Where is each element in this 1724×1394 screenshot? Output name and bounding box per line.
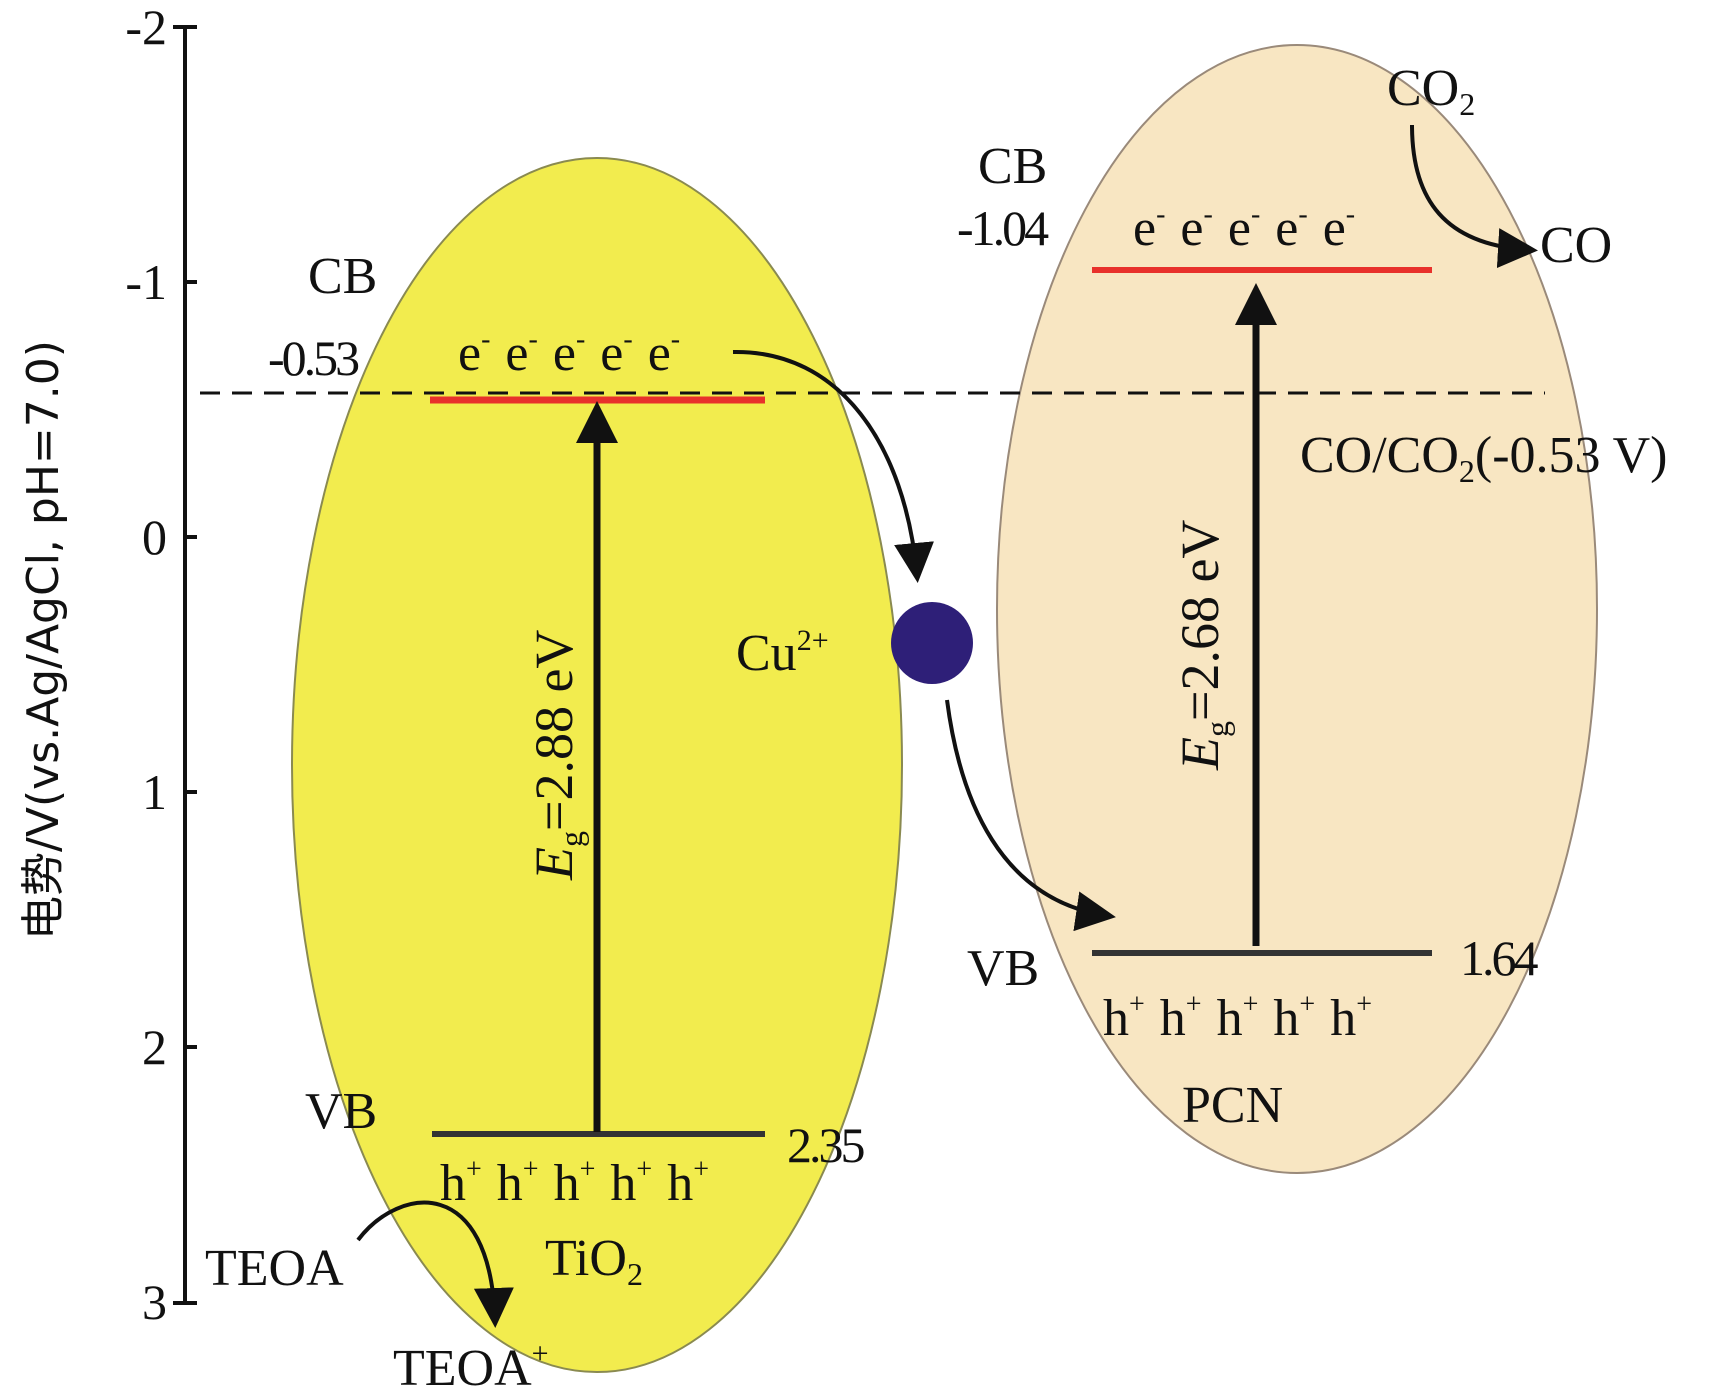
potential-axis	[173, 25, 197, 1305]
teoa-plus-label: TEOA+	[393, 1337, 549, 1394]
pcn-bandgap: Eg=2.68 eV	[1170, 520, 1235, 771]
cu-to-pcn-vb-arrow	[945, 699, 1116, 932]
copper-ion-dot	[891, 602, 973, 684]
tick-label-2: 2	[142, 1019, 167, 1075]
tio2-vb-label: VB	[305, 1083, 377, 1140]
pcn-electrons: e- e- e- e- e-	[1133, 178, 1355, 257]
tio2-bandgap: Eg=2.88 eV	[524, 630, 589, 881]
co2-to-co-arrow	[1410, 124, 1538, 269]
pcn-holes: h+ h+ h+ h+ h+	[1103, 968, 1372, 1047]
tio2-cb-label: CB	[308, 248, 377, 305]
tio2-name: TiO2	[545, 1230, 643, 1292]
pcn-vb-value: 1.64	[1460, 930, 1539, 986]
tick-label-0: 0	[142, 509, 167, 565]
pcn-cb-label: CB	[978, 138, 1047, 195]
axis-label: 电势/V(vs.Ag/AgCl, pH=7.0)	[18, 340, 69, 940]
tio2-to-cu-arrow	[732, 349, 934, 583]
tio2-vb-value: 2.35	[787, 1117, 865, 1173]
co-label: CO	[1540, 217, 1612, 274]
tick-label-minus1: -1	[125, 254, 167, 310]
teoa-label: TEOA	[205, 1240, 344, 1297]
tick-label-minus2: -2	[125, 0, 167, 55]
co2-label: CO2	[1387, 60, 1475, 122]
tick-label-1: 1	[142, 764, 167, 820]
pcn-vb-label: VB	[967, 940, 1039, 997]
pcn-particle	[996, 44, 1598, 1174]
tio2-holes: h+ h+ h+ h+ h+	[440, 1133, 709, 1212]
tick-label-3: 3	[142, 1274, 167, 1330]
teoa-oxidation-arrow	[356, 1200, 514, 1328]
tio2-cb-value: -0.53	[268, 330, 359, 386]
pcn-cb-value: -1.04	[957, 200, 1049, 256]
co-co2-reference-label: CO/CO2(-0.53 V)	[1300, 427, 1667, 489]
tio2-electrons: e- e- e- e- e-	[458, 303, 680, 382]
pcn-name: PCN	[1182, 1077, 1283, 1134]
copper-label: Cu2+	[736, 624, 829, 682]
